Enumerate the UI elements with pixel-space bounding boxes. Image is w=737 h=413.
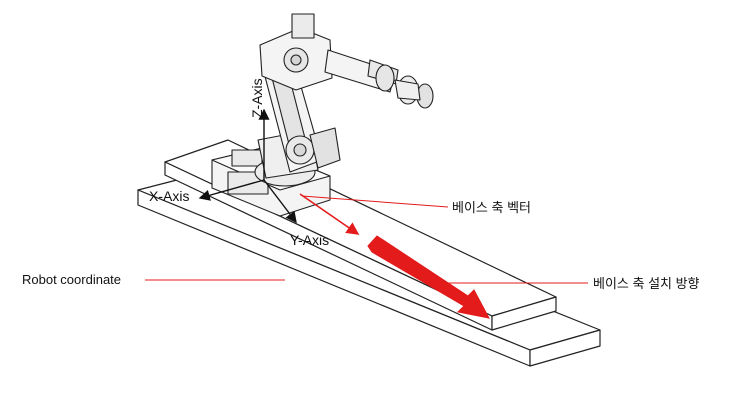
base-axis-vector-arrow [299,193,360,235]
base-axis-install-direction-arrow [367,235,490,319]
x-axis-arrow [198,179,265,201]
base-axis-install-direction-label: 베이스 축 설치 방향 [593,276,700,291]
robot-coordinate-axes [198,108,297,224]
robot-arm-illustration [211,13,434,217]
y-axis-arrow [263,179,297,224]
y-axis-label: Y-Axis [290,232,329,248]
z-axis-label: Z-Axis [249,78,265,118]
leader-base-axis-vector [301,195,449,208]
x-axis-label: X-Axis [149,188,189,204]
base-axis-vector-label: 베이스 축 벡터 [452,200,531,215]
robot-coordinate-label: Robot coordinate [22,272,121,287]
rail-platform [137,139,601,367]
